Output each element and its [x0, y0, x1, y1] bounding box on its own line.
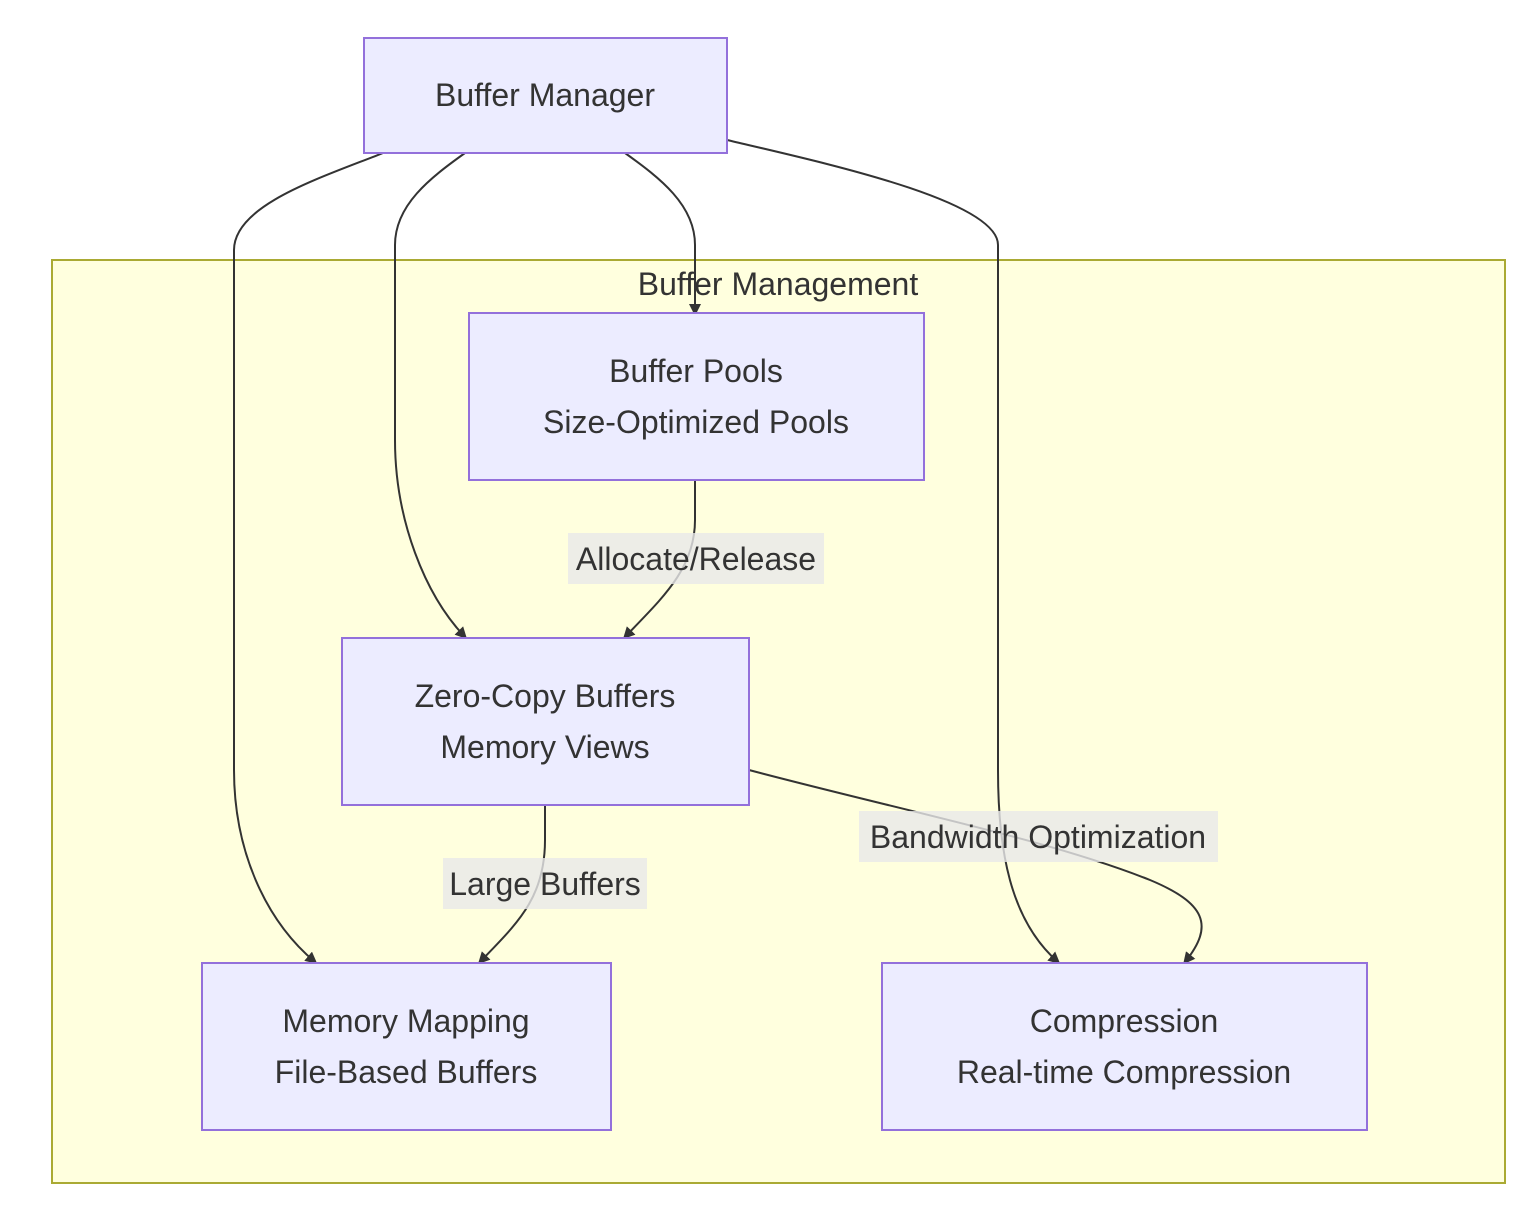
edge-label-allocate-release: Allocate/Release [568, 533, 824, 584]
node-memory-mapping[interactable]: Memory Mapping File-Based Buffers [201, 962, 612, 1131]
node-label-title: Buffer Pools [609, 353, 783, 389]
edge-label-large-buffers: Large Buffers [443, 858, 647, 909]
node-label-title: Zero-Copy Buffers [415, 678, 676, 714]
edge-label-background [568, 533, 824, 584]
node-label-title: Memory Mapping [282, 1003, 529, 1039]
edge-label-text: Bandwidth Optimization [870, 819, 1206, 855]
node-box [468, 312, 925, 481]
node-label-subtitle: Size-Optimized Pools [543, 404, 849, 440]
edge-manager-to-compression [726, 139, 1061, 964]
edge-label-background [443, 858, 647, 909]
edge-manager-to-pools [624, 152, 701, 316]
node-box [341, 637, 750, 806]
edge-label-bandwidth-optimization: Bandwidth Optimization [859, 811, 1218, 862]
node-box [881, 962, 1368, 1131]
edge-label-text: Allocate/Release [576, 541, 816, 577]
node-compression[interactable]: Compression Real-time Compression [881, 962, 1368, 1131]
node-label: Buffer Manager [435, 77, 655, 113]
node-box [201, 962, 612, 1131]
node-buffer-pools[interactable]: Buffer Pools Size-Optimized Pools [468, 312, 925, 481]
node-zero-copy-buffers[interactable]: Zero-Copy Buffers Memory Views [341, 637, 750, 806]
edge-label-background [859, 811, 1218, 862]
edge-label-text: Large Buffers [449, 866, 641, 902]
cluster-title: Buffer Management [638, 266, 919, 302]
node-label-subtitle: Real-time Compression [957, 1054, 1291, 1090]
node-box [363, 37, 728, 154]
node-buffer-manager[interactable]: Buffer Manager [363, 37, 728, 154]
edge-manager-to-memory-mapping [233, 152, 384, 964]
node-label-subtitle: File-Based Buffers [275, 1054, 538, 1090]
edge-manager-to-zero-copy [394, 152, 468, 640]
node-label-subtitle: Memory Views [440, 729, 649, 765]
node-label-title: Compression [1030, 1003, 1219, 1039]
